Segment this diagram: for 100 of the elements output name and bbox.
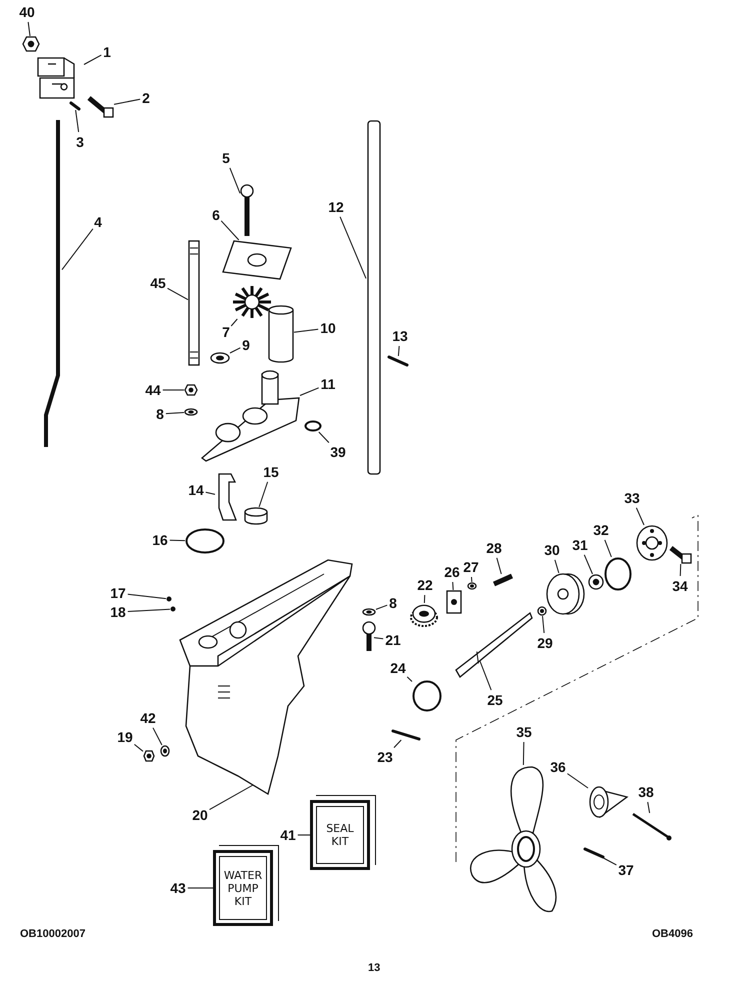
washer-drawing [184,408,198,416]
drawing-code: OB4096 [652,928,693,940]
leader-line [114,98,141,105]
callout-number: 16 [152,532,168,548]
leader-line [471,576,472,582]
callout-number: 33 [624,490,640,506]
callout-number: 1 [103,44,111,60]
callout-number: 44 [145,382,161,398]
ball-drawing [170,606,176,612]
callout-number: 18 [110,604,126,620]
leader-line [318,432,330,444]
plate-drawing [446,590,462,614]
hex-nut-drawing [143,750,155,762]
clutch-hub-drawing [545,573,585,615]
callout-number: 42 [140,710,156,726]
callout-number: 4 [94,214,102,230]
spacer-drawing [210,352,230,364]
leader-line [566,773,588,788]
leader-line [376,604,388,610]
callout-number: 22 [417,577,433,593]
callout-number: 37 [618,862,634,878]
leader-line [340,216,366,279]
callout-number: 13 [392,328,408,344]
leader-line [152,727,162,746]
callout-number: 19 [117,729,133,745]
bearing-cover-drawing [636,525,668,561]
long-bolt-drawing [632,813,672,841]
callout-number: 43 [170,880,186,896]
leader-line [229,167,240,194]
leader-line [424,594,426,604]
leader-line [680,564,682,576]
callout-number: 20 [192,807,208,823]
ball-drawing [166,596,172,602]
callout-number: 45 [150,275,166,291]
leader-line [406,676,412,682]
callout-number: 39 [330,444,346,460]
ring-drawing [304,420,322,432]
leader-line [294,328,319,333]
leader-line [604,539,612,558]
callout-number: 32 [593,522,609,538]
callout-number: 30 [544,542,560,558]
screw-drawing [240,185,254,237]
hex-nut-drawing [22,36,40,52]
callout-number: 40 [19,4,35,20]
leader-line [636,507,644,526]
plug-drawing [467,582,477,590]
leader-line [297,834,310,836]
callout-number: 11 [320,376,336,392]
kit-label: SEAL KIT [325,822,355,848]
spinner-cone-drawing [588,785,628,819]
pin-drawing [392,730,420,740]
kit-label: WATER PUMP KIT [223,868,263,908]
callout-number: 24 [390,660,406,676]
gasket-drawing [222,240,292,280]
leader-line [602,858,617,866]
drawing-code: OB10002007 [20,928,86,940]
leader-line [169,540,186,542]
pump-housing-drawing [200,370,300,462]
callout-number: 28 [486,540,502,556]
stud-drawing [188,240,200,366]
leader-line [62,228,94,270]
impeller-drawing [232,285,272,319]
callout-number: 25 [487,692,503,708]
leader-line [300,387,320,396]
screw-drawing [364,622,374,652]
leader-line [398,346,400,356]
shaft-drawing [366,120,382,475]
pin-drawing [584,848,604,858]
callout-number: 6 [212,207,220,223]
callout-number: 14 [188,482,204,498]
leader-line [230,347,241,354]
callout-number: 41 [280,827,296,843]
leader-line [258,481,268,508]
leader-line [28,22,30,36]
leader-line [554,559,560,574]
leader-line [374,637,384,640]
leader-line [647,802,650,814]
callout-number: 17 [110,585,126,601]
callout-number: 10 [320,320,336,336]
shift-rod-drawing [42,118,62,448]
leader-line [127,594,166,600]
ring-drawing [412,680,442,712]
callout-number: 35 [516,724,532,740]
callout-number: 23 [377,749,393,765]
leader-line [75,110,80,132]
cylinder-drawing [268,305,294,363]
ring-drawing [604,557,632,591]
bolt-drawing [670,546,692,564]
leader-line [584,554,593,574]
page-number: 13 [368,962,380,974]
bearing-drawing [588,574,604,590]
washer-drawing [362,608,376,616]
callout-number: 21 [385,632,401,648]
callout-number: 7 [222,324,230,340]
threaded-pin-drawing [492,574,514,586]
callout-number: 27 [463,559,479,575]
callout-number: 31 [572,537,588,553]
callout-number: 3 [76,134,84,150]
leader-line [209,784,254,810]
leader-line [220,220,240,240]
